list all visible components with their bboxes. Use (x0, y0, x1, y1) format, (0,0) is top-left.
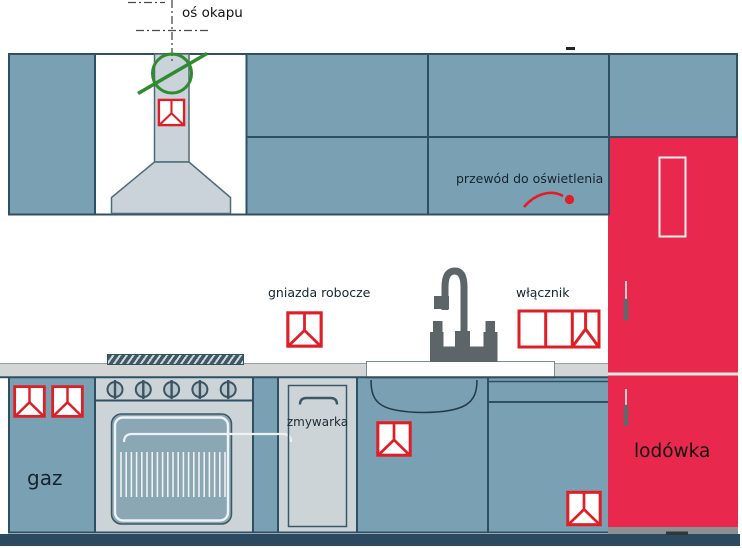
crossed-circle-icon (137, 51, 208, 96)
fridge-front (608, 138, 738, 533)
lighting-cable-label: przewód do oświetlenia (456, 171, 604, 186)
hood-axis-label: oś okapu (182, 5, 243, 21)
dishwasher-front (278, 377, 357, 533)
work-sockets-label: gniazda robocze (268, 285, 371, 300)
cooktop-hob (107, 354, 244, 365)
base-cabinet-sink (357, 377, 488, 533)
dash-mark (566, 47, 575, 50)
upper-cabinet-b3 (609, 53, 738, 137)
upper-cabinet-left (8, 53, 95, 215)
faucet-icon (430, 267, 498, 362)
upper-cabinet-b1 (247, 53, 428, 137)
fridge-label: lodówka (634, 441, 711, 462)
base-cabinet-gas (8, 377, 95, 533)
sink-rim (366, 361, 555, 379)
upper-cabinet-c1 (247, 137, 428, 215)
socket-icon (286, 311, 323, 348)
gas-label: gaz (27, 466, 63, 490)
dishwasher-label: zmywarka (286, 415, 349, 429)
base-cabinet-right (488, 377, 608, 533)
socket-icon (157, 98, 186, 127)
base-filler-panel (253, 377, 278, 533)
range-hood (110, 53, 232, 215)
switch-label: włącznik (516, 285, 570, 300)
floor-plinth (0, 534, 740, 546)
upper-cabinet-b2 (428, 53, 609, 137)
stove-body (95, 377, 253, 533)
switch-socket-icon (517, 309, 601, 349)
